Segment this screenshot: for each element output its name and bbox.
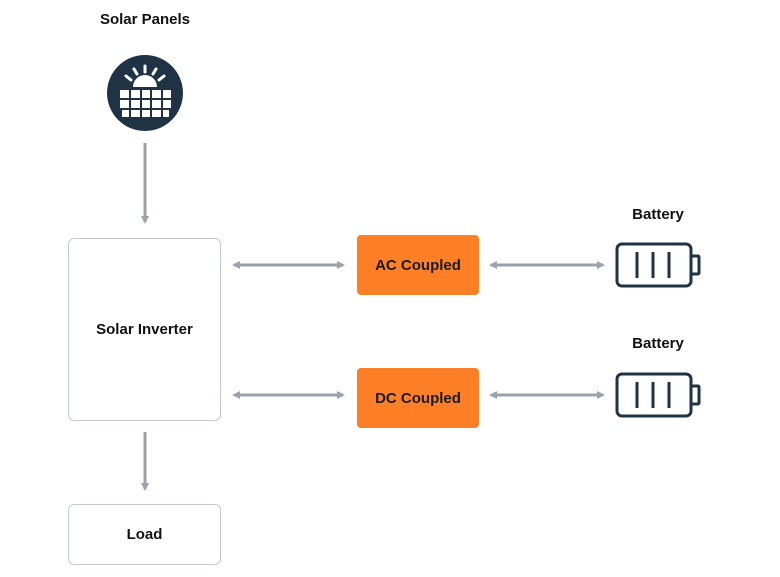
dc-coupled-node: DC Coupled <box>357 368 479 428</box>
load-node: Load <box>68 504 221 565</box>
load-label: Load <box>126 526 163 543</box>
solar-inverter-label: Solar Inverter <box>96 321 193 338</box>
battery-ac-label: Battery <box>632 206 684 223</box>
solar-inverter-node: Solar Inverter <box>68 238 221 421</box>
battery-icon <box>615 242 701 288</box>
ac-coupled-label: AC Coupled <box>375 256 461 274</box>
battery-dc-label: Battery <box>632 335 684 352</box>
ac-coupled-node: AC Coupled <box>357 235 479 295</box>
solar-panel-icon <box>107 55 183 131</box>
battery-icon <box>615 372 701 418</box>
dc-coupled-label: DC Coupled <box>375 389 461 407</box>
solar-panels-label: Solar Panels <box>99 11 191 28</box>
